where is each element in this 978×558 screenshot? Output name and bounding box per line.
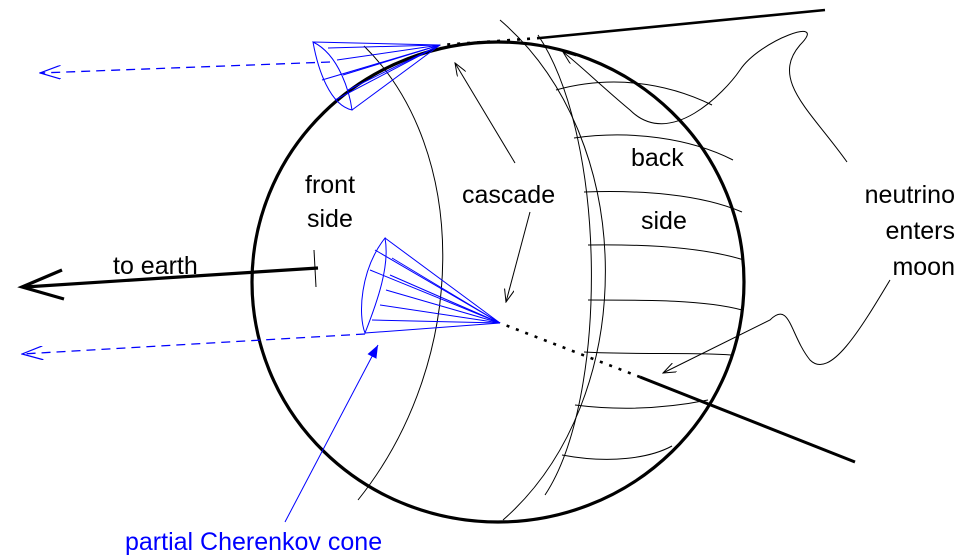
cone-ray [312, 41, 441, 46]
cone-ray [385, 289, 501, 324]
moon-center-tick [313, 249, 317, 288]
cone-ray [351, 44, 441, 111]
cone-ray [369, 269, 501, 324]
back-side-label-line1: back [631, 144, 684, 172]
limb-arc-inner [357, 45, 444, 501]
grid-line [574, 399, 709, 409]
lower-radio-emission-arrow [22, 333, 366, 354]
moon-outline [250, 40, 746, 524]
cone-ray [321, 44, 441, 81]
back-side-label-line2: side [641, 207, 687, 235]
cone-ray [364, 322, 501, 334]
grid-line [573, 134, 734, 161]
cone-ray [384, 237, 501, 324]
earth-arrowhead [17, 268, 65, 301]
lower-neutrino-track [499, 321, 856, 464]
cone-rim [361, 236, 387, 335]
grid-line [561, 445, 673, 460]
cascade-pointer-lower [506, 211, 531, 302]
cone-ray [334, 44, 441, 101]
cone-rim [312, 41, 353, 111]
front-side-label-line2: side [307, 205, 353, 233]
grid-line [583, 191, 743, 213]
lower-cherenkov-cone [361, 236, 501, 335]
cascade-pointer-upper [455, 63, 516, 164]
back-side-boundary [537, 34, 592, 496]
cherenkov-cone-label: partial Cherenkov cone [125, 528, 382, 556]
cascade-dotted-path [439, 36, 541, 47]
neutrino-label-line3: moon [892, 253, 955, 281]
cone-ray [336, 44, 441, 61]
neutrino-squiggle-lower [663, 279, 891, 373]
grid-line [587, 244, 745, 261]
grid-line [583, 351, 732, 356]
to-earth-arrow [17, 249, 319, 301]
to-earth-label: to earth [113, 252, 198, 280]
upper-cherenkov-cone [312, 41, 441, 111]
neutrino-label-line2: enters [886, 217, 955, 245]
cone-ray [379, 304, 501, 324]
earth-direction-line [24, 266, 319, 289]
cascade-dotted-path [499, 321, 641, 379]
upper-radio-emission-arrow [40, 61, 331, 73]
incoming-neutrino-line [539, 8, 826, 40]
grid-line [587, 299, 743, 311]
front-side-label-line1: front [305, 171, 355, 199]
cherenkov-pointer-arrow [284, 344, 379, 523]
cascade-label: cascade [462, 181, 555, 209]
upper-neutrino-track [439, 8, 826, 47]
incoming-neutrino-line [639, 375, 856, 464]
cone-ray [327, 44, 441, 49]
back-side-grid [555, 81, 745, 460]
cone-ray [371, 319, 501, 324]
cone-ray [374, 249, 501, 324]
neutrino-label-line1: neutrino [865, 181, 955, 209]
neutrino-squiggle-upper [563, 30, 848, 163]
limb-arc-middle [499, 19, 606, 521]
grid-line [555, 81, 713, 106]
